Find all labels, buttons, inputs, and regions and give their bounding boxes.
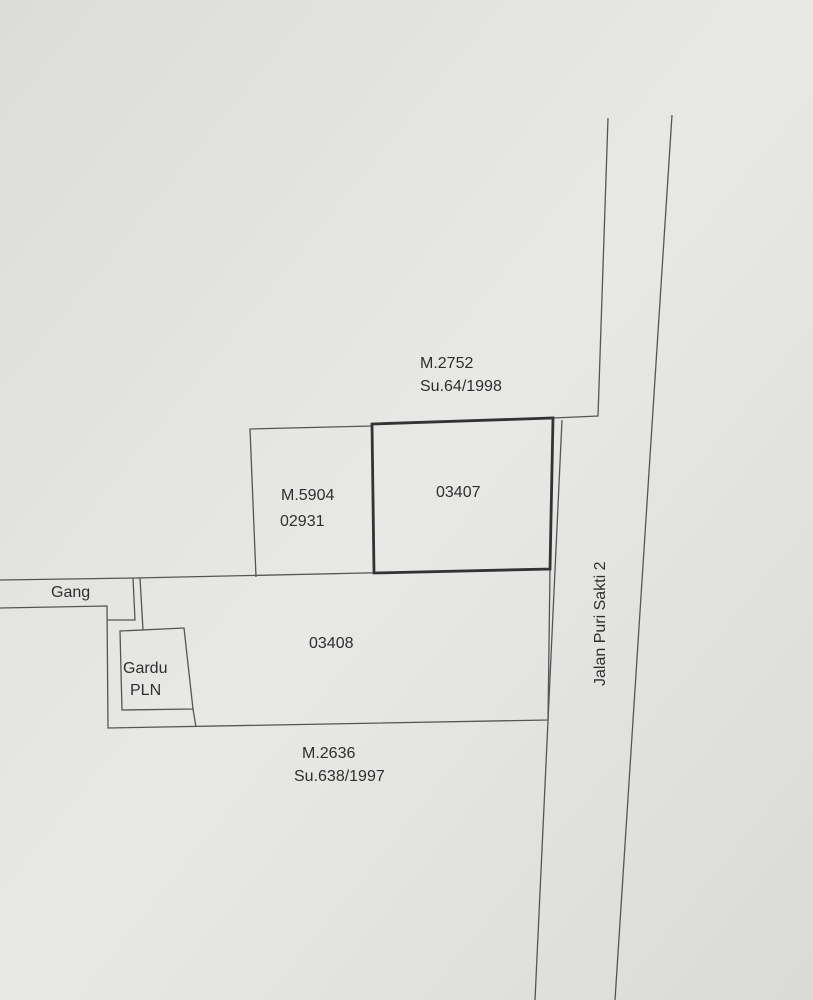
parcel-03407-label: 03407 [436,484,481,501]
gardu-divider [192,708,197,728]
north-parcel-label-2: Su.64/1998 [420,378,502,395]
parcel-03408-label: 03408 [309,635,354,652]
gang-label: Gang [51,584,90,601]
gang-end-box [107,577,136,621]
parcel-02931-boundary [249,425,373,578]
road-east-edge [614,114,673,1000]
gardu-label-2: PLN [130,682,161,699]
parcel-03408-boundary [0,568,551,729]
south-parcel-label-1: M.2636 [302,745,355,762]
parcel-02931-label-1: M.5904 [281,487,334,504]
parcel-02931-label-2: 02931 [280,513,325,530]
gardu-label-1: Gardu [123,660,167,677]
north-parcel-boundary [552,117,609,419]
gardu-access-line [139,577,144,631]
north-parcel-label-1: M.2752 [420,355,473,372]
south-parcel-label-2: Su.638/1997 [294,768,385,785]
parcel-03407-highlight-outline [370,416,555,575]
road-label: Jalan Puri Sakti 2 [592,561,609,686]
